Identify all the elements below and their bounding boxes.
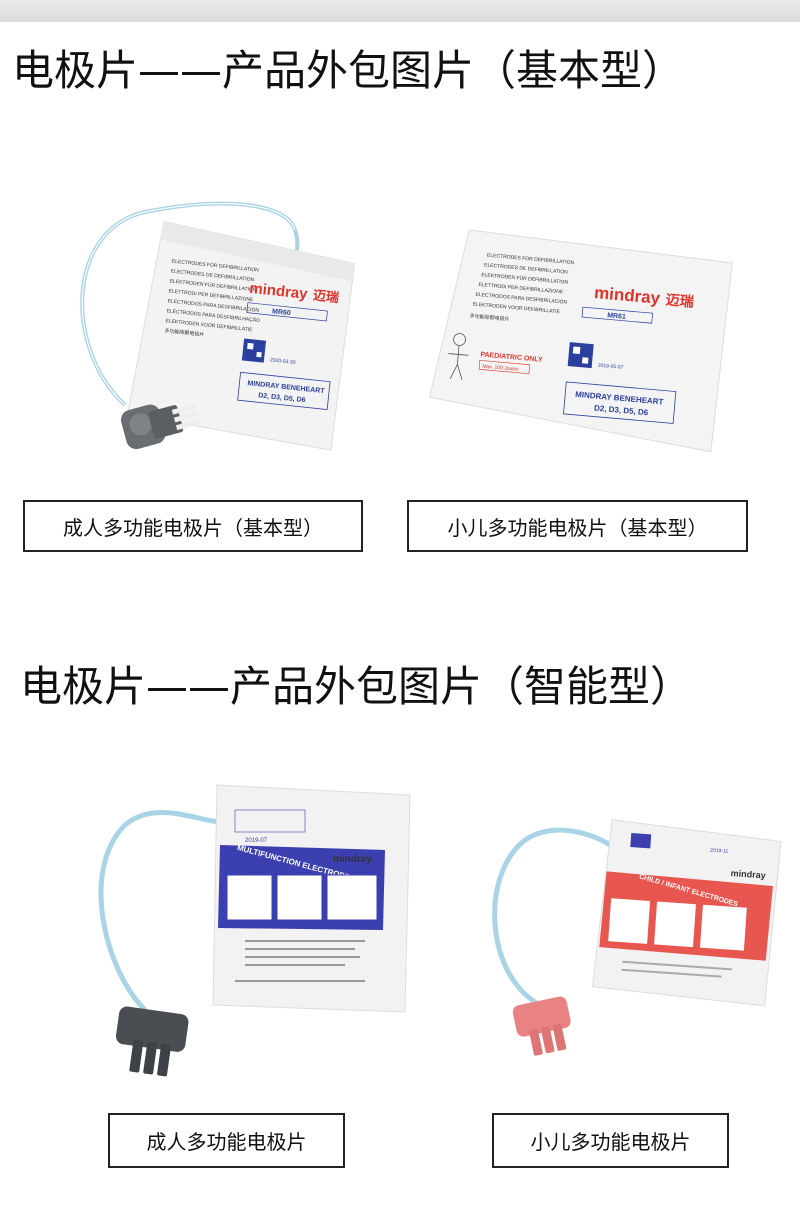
adult-smart-electrode-image: 2019-07 MULTIFUNCTION ELECTRODES mindray (85, 780, 415, 1104)
label-adult-smart: 成人多功能电极片 (108, 1113, 345, 1168)
child-smart-electrode-image: mindray 2019-11 CHILD / INFANT ELECTRODE… (485, 815, 785, 1079)
model-number: MR60 (272, 308, 291, 317)
max-joules: Max. 100 Joules (482, 364, 519, 373)
package-date: 2019-11 (710, 848, 729, 855)
package-cn-name: 多功能除颤电极片 (469, 312, 509, 322)
section-title-basic: 电极片——产品外包图片（基本型） (12, 46, 685, 95)
brand-logo: mindray (730, 868, 766, 880)
top-bar (0, 0, 800, 22)
package-cn-name: 多功能除颤电极片 (164, 327, 205, 338)
brand-logo-cn: 迈瑞 (665, 291, 694, 309)
brand-logo: mindray (249, 280, 309, 303)
label-child-basic: 小儿多功能电极片（基本型） (407, 500, 748, 552)
adult-basic-electrode-image: ELECTRODES FOR DEFIBRILLATION ELECTRODES… (55, 190, 365, 484)
brand-logo: mindray (333, 854, 372, 865)
label-child-smart: 小儿多功能电极片 (492, 1113, 729, 1168)
model-number: MR61 (607, 312, 626, 321)
package-date: 2019-05-07 (598, 363, 624, 371)
compatible-models: D2, D3, D5, D6 (258, 392, 306, 404)
child-basic-electrode-image: ELECTRODES FOR DEFIBRILLATION ELECTRODES… (420, 225, 740, 464)
package-date: 2020-03-30 (270, 357, 296, 366)
label-adult-basic: 成人多功能电极片（基本型） (23, 500, 363, 552)
package-date: 2019-07 (245, 838, 268, 844)
brand-logo-cn: 迈瑞 (312, 287, 339, 305)
section-title-smart: 电极片——产品外包图片（智能型） (20, 662, 693, 711)
